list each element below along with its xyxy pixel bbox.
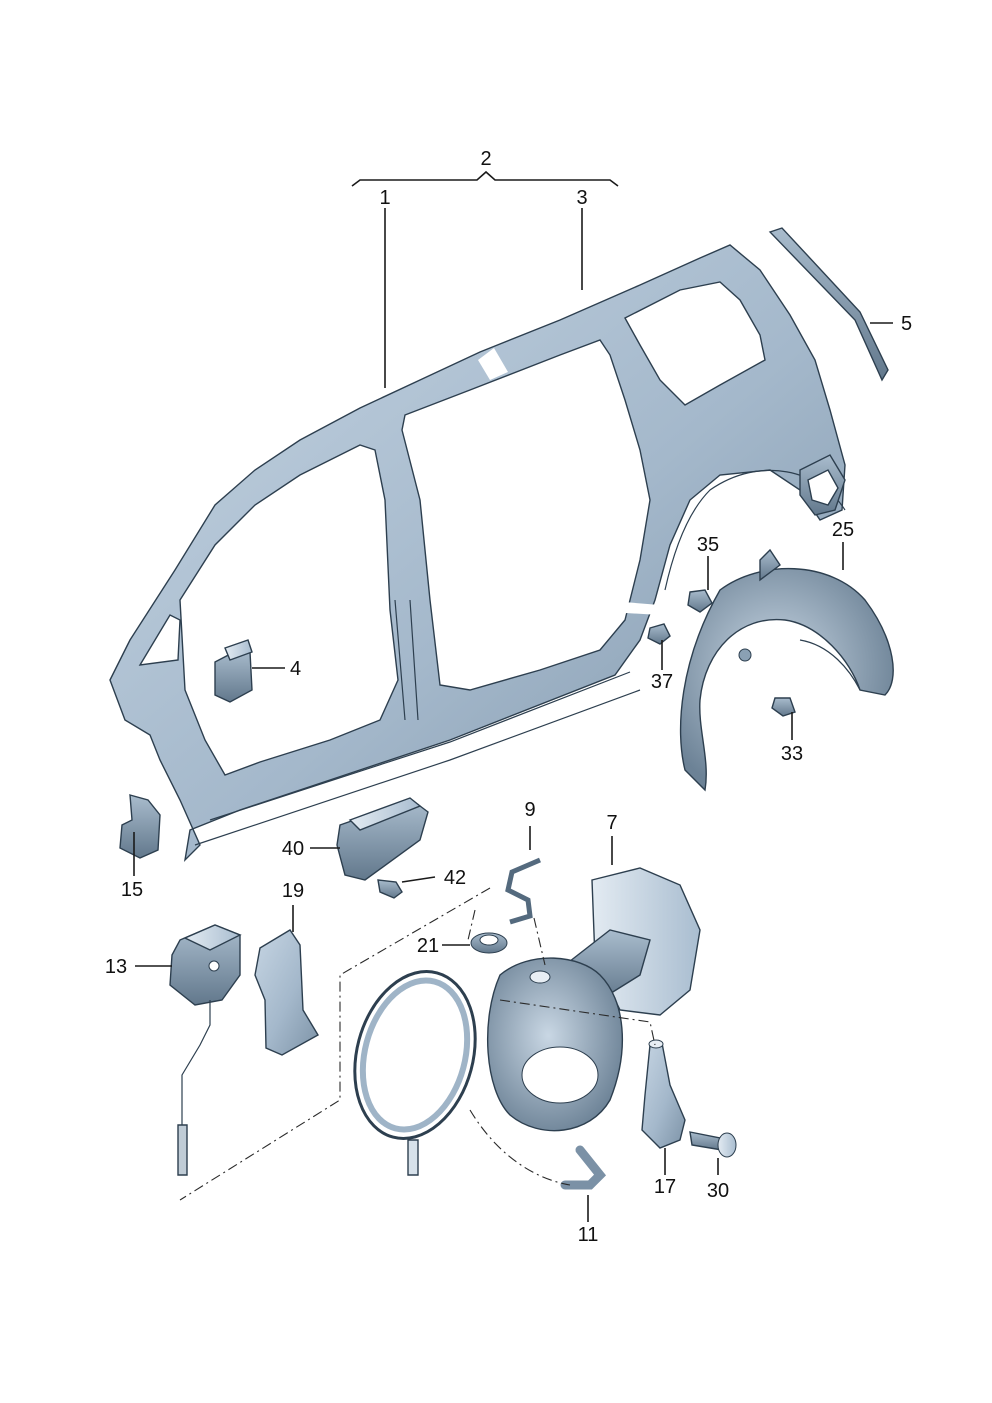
part-40-bracket bbox=[336, 797, 429, 881]
callout-33: 33 bbox=[781, 743, 803, 765]
callout-40: 40 bbox=[282, 838, 304, 860]
part-15-bracket bbox=[119, 794, 161, 859]
callout-1: 1 bbox=[379, 187, 390, 209]
part-13-actuator bbox=[169, 924, 242, 1176]
callout-labels: 2 1 3 5 4 25 35 37 33 15 40 42 9 7 19 21… bbox=[105, 148, 912, 1246]
part-37-clip bbox=[647, 623, 671, 645]
callout-11: 11 bbox=[578, 1224, 599, 1246]
callout-37: 37 bbox=[651, 671, 673, 693]
part-17-bracket bbox=[641, 1039, 686, 1149]
sealing-ring bbox=[353, 970, 477, 1176]
callout-5: 5 bbox=[901, 313, 912, 335]
callout-9: 9 bbox=[524, 799, 535, 821]
callout-25: 25 bbox=[832, 519, 854, 541]
part-33-screw bbox=[771, 697, 796, 717]
assembly-lines bbox=[179, 887, 656, 1201]
part-42-screw bbox=[377, 879, 403, 899]
callout-3: 3 bbox=[576, 187, 587, 209]
part-5-trim-strip bbox=[768, 227, 889, 382]
part-35-clip bbox=[687, 589, 713, 613]
part-4-bracket bbox=[214, 639, 253, 703]
callout-35: 35 bbox=[697, 534, 719, 556]
callout-7: 7 bbox=[606, 812, 617, 834]
part-30-screw bbox=[689, 1131, 737, 1158]
callout-42: 42 bbox=[444, 867, 466, 889]
part-11-drain-hose bbox=[560, 1145, 607, 1190]
callout-21: 21 bbox=[417, 935, 439, 957]
callout-2: 2 bbox=[480, 148, 491, 170]
part-21-grommet bbox=[470, 932, 508, 954]
leader-lines bbox=[133, 170, 893, 1222]
callout-19: 19 bbox=[282, 880, 304, 902]
callout-17: 17 bbox=[654, 1176, 676, 1198]
part-9-spring bbox=[505, 857, 541, 925]
part-25-wheel-liner bbox=[679, 548, 894, 792]
fuel-filler-housing bbox=[487, 957, 624, 1132]
callout-15: 15 bbox=[121, 879, 143, 901]
side-panel-assembly bbox=[109, 244, 846, 863]
callout-4: 4 bbox=[290, 658, 301, 680]
callout-13: 13 bbox=[105, 956, 127, 978]
part-19-bracket bbox=[254, 929, 319, 1056]
callout-30: 30 bbox=[707, 1180, 729, 1202]
